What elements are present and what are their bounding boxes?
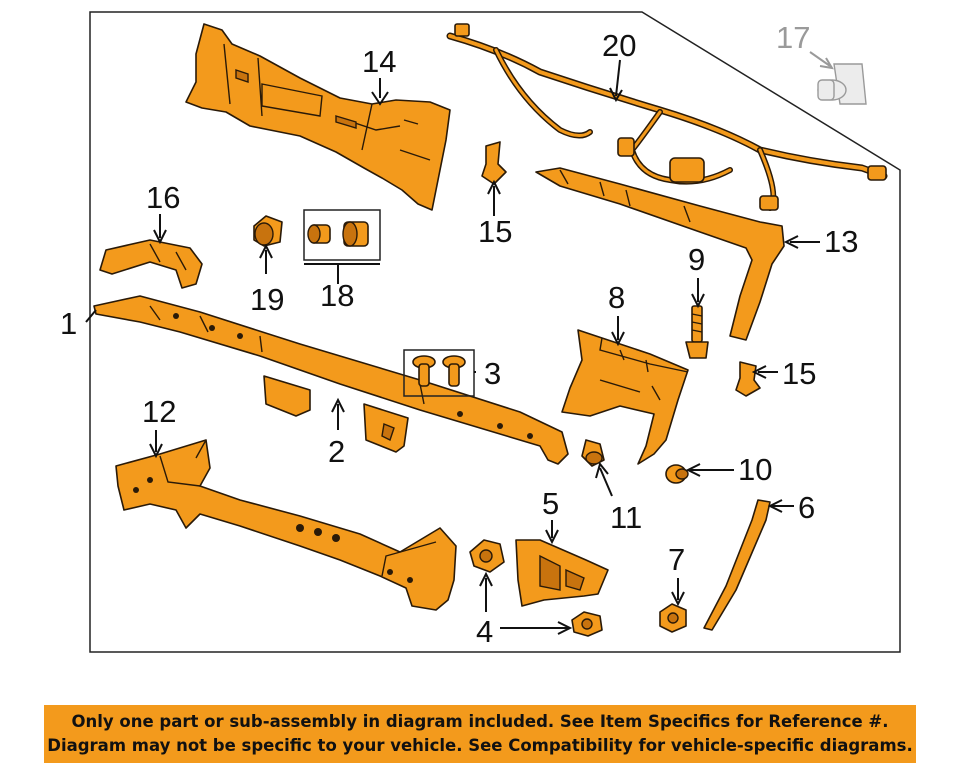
part-8-energy-absorber[interactable] bbox=[561, 329, 689, 465]
callout-8: 8 bbox=[608, 280, 625, 315]
part-19-grommet[interactable] bbox=[253, 215, 283, 247]
part-17-sensor[interactable] bbox=[817, 63, 867, 105]
part-16-bracket[interactable] bbox=[99, 239, 203, 289]
part-10-push-pin[interactable] bbox=[665, 464, 689, 484]
part-9-bolt[interactable] bbox=[685, 305, 709, 359]
callout-6: 6 bbox=[798, 490, 815, 525]
part-12-lower-bar[interactable] bbox=[115, 439, 457, 611]
callout-2: 2 bbox=[328, 434, 345, 469]
disclaimer-line-2: Diagram may not be specific to your vehi… bbox=[47, 736, 913, 755]
part-1-reinforcement[interactable] bbox=[93, 295, 569, 465]
parts-diagram: 14 20 17 15 16 19 18 13 9 8 15 1 3 2 11 … bbox=[60, 11, 901, 653]
disclaimer-line-1: Only one part or sub-assembly in diagram… bbox=[71, 712, 889, 731]
callout-14: 14 bbox=[362, 44, 396, 79]
part-3-pins[interactable] bbox=[403, 349, 475, 397]
part-11-clip[interactable] bbox=[581, 439, 605, 467]
part-5-bracket[interactable] bbox=[515, 539, 609, 607]
part-18-bushings[interactable] bbox=[303, 209, 381, 261]
callout-5: 5 bbox=[542, 486, 559, 521]
callout-17: 17 bbox=[776, 20, 810, 55]
part-2-mount-plate[interactable] bbox=[263, 375, 409, 453]
part-20-wiring-harness[interactable] bbox=[446, 23, 888, 211]
diagram-frame bbox=[89, 11, 901, 653]
callout-12: 12 bbox=[142, 394, 176, 429]
callout-18: 18 bbox=[320, 278, 354, 313]
callout-15-lower: 15 bbox=[782, 356, 816, 391]
callout-11: 11 bbox=[610, 500, 642, 535]
part-15-retainer-upper[interactable] bbox=[481, 141, 507, 185]
callout-3: 3 bbox=[484, 356, 501, 391]
callout-16: 16 bbox=[146, 180, 180, 215]
callout-15-upper: 15 bbox=[478, 214, 512, 249]
callout-13: 13 bbox=[824, 224, 858, 259]
callout-19: 19 bbox=[250, 282, 284, 317]
part-13-side-support[interactable] bbox=[535, 167, 785, 341]
part-6-brace[interactable] bbox=[703, 499, 771, 631]
callout-7: 7 bbox=[668, 542, 685, 577]
callout-20: 20 bbox=[602, 28, 636, 63]
part-4-nut-left[interactable] bbox=[469, 539, 505, 573]
part-7-nut[interactable] bbox=[659, 603, 687, 633]
callout-4: 4 bbox=[476, 614, 493, 649]
part-15-retainer-lower[interactable] bbox=[735, 361, 761, 397]
callout-1: 1 bbox=[60, 306, 77, 341]
callout-9: 9 bbox=[688, 242, 705, 277]
leader-lines bbox=[85, 51, 834, 635]
disclaimer-banner: Only one part or sub-assembly in diagram… bbox=[44, 705, 916, 763]
callout-10: 10 bbox=[738, 452, 772, 487]
part-4-nut-right[interactable] bbox=[571, 611, 603, 637]
part-14-upper-valance[interactable] bbox=[185, 23, 451, 211]
